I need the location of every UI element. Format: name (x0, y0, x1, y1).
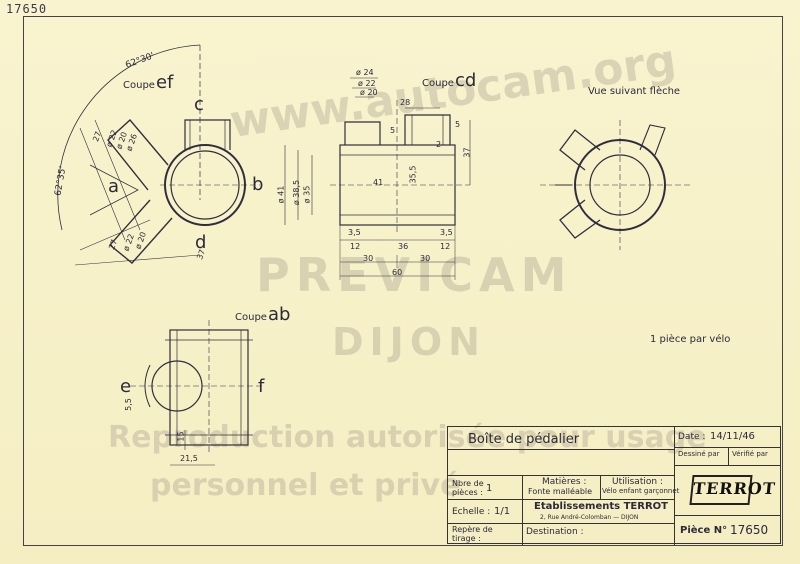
dim-cd-8: ø 41 (276, 185, 286, 204)
section-cd-title: Coupecd (422, 70, 477, 91)
watermark-notice-2: personnel et privé (150, 468, 461, 503)
dim-cd-12: 35,5 (408, 165, 418, 184)
section-letter-c: c (194, 94, 204, 115)
dim-ab-1: 5,5 (123, 398, 133, 411)
quantity-note: 1 pièce par vélo (650, 334, 731, 345)
dim-cd-11: 41 (373, 178, 384, 187)
scale-value: 1/1 (494, 506, 511, 517)
dim-cd-15: 12 (350, 242, 361, 251)
dim-ab-3: 21,5 (180, 454, 198, 463)
dim-ab-2: 15 (176, 431, 186, 442)
dim-cd-4: 28 (400, 98, 411, 107)
company-address: 2, Rue André-Colomban — DIJON (540, 514, 639, 521)
company-name: Etablissements TERROT (534, 501, 668, 512)
dim-cd-13: 37 (462, 147, 472, 158)
watermark-brand: PREVICAM (256, 248, 573, 302)
dim-cd-2: ø 22 (358, 79, 376, 88)
destination-label: Destination : (526, 527, 584, 537)
dim-cd-5: 5 (455, 120, 461, 129)
part-number-value: 17650 (730, 523, 769, 537)
part-number-label: Pièce N° (680, 525, 728, 536)
title-block: Boîte de pédalier Date : 14/11/46 Dessin… (447, 426, 781, 545)
material-value: Fonte malléable (528, 487, 593, 496)
dim-cd-10: ø 35 (302, 185, 312, 204)
material-label: Matières : (542, 477, 587, 487)
date-label: Date : (678, 432, 706, 442)
checked-by-label: Vérifié par (732, 450, 768, 458)
dim-cd-20: 30 (420, 254, 431, 263)
part-name: Boîte de pédalier (468, 432, 580, 447)
dim-cd-7: 5 (390, 126, 396, 135)
marker-label: Repère de tirage : (452, 525, 493, 543)
section-ab-view (130, 320, 265, 466)
watermark-city: DIJON (332, 320, 486, 364)
section-ef-title: Coupeef (123, 72, 174, 93)
date-value: 14/11/46 (710, 431, 755, 442)
terrot-logo: TERROT (689, 475, 777, 505)
dim-cd-16: 36 (398, 242, 409, 251)
qty-value: 1 (486, 483, 493, 494)
dim-cd-6: 2 (436, 140, 442, 149)
arrow-view (540, 120, 690, 250)
usage-label: Utilisation : (612, 477, 663, 487)
dim-cd-17: 3,5 (440, 228, 453, 237)
dim-cd-14: 3,5 (348, 228, 361, 237)
section-ef-view (57, 44, 260, 266)
section-letter-e: e (120, 376, 132, 397)
drawing-frame (23, 16, 783, 546)
section-cd-view (284, 77, 471, 280)
section-letter-b: b (252, 174, 264, 195)
usage-value: Vélo enfant garçonnet (602, 487, 680, 495)
dim-cd-9: ø 38,5 (292, 179, 302, 206)
dim-cd-1: ø 24 (356, 68, 374, 77)
qty-label: Nbre de pièces : (452, 479, 484, 497)
dim-cd-21: 60 (392, 268, 403, 277)
drawn-by-label: Dessiné par (678, 450, 720, 458)
sheet-number: 17650 (6, 2, 48, 16)
dim-cd-3: ø 20 (360, 88, 378, 97)
section-letter-a: a (108, 176, 120, 197)
dim-cd-19: 30 (363, 254, 374, 263)
arrow-view-title: Vue suivant flèche (588, 86, 681, 97)
scale-label: Echelle : (452, 507, 491, 517)
dim-cd-18: 12 (440, 242, 451, 251)
section-letter-f: f (258, 376, 265, 397)
section-letter-d: d (195, 232, 207, 253)
section-ab-title: Coupeab (235, 304, 291, 325)
